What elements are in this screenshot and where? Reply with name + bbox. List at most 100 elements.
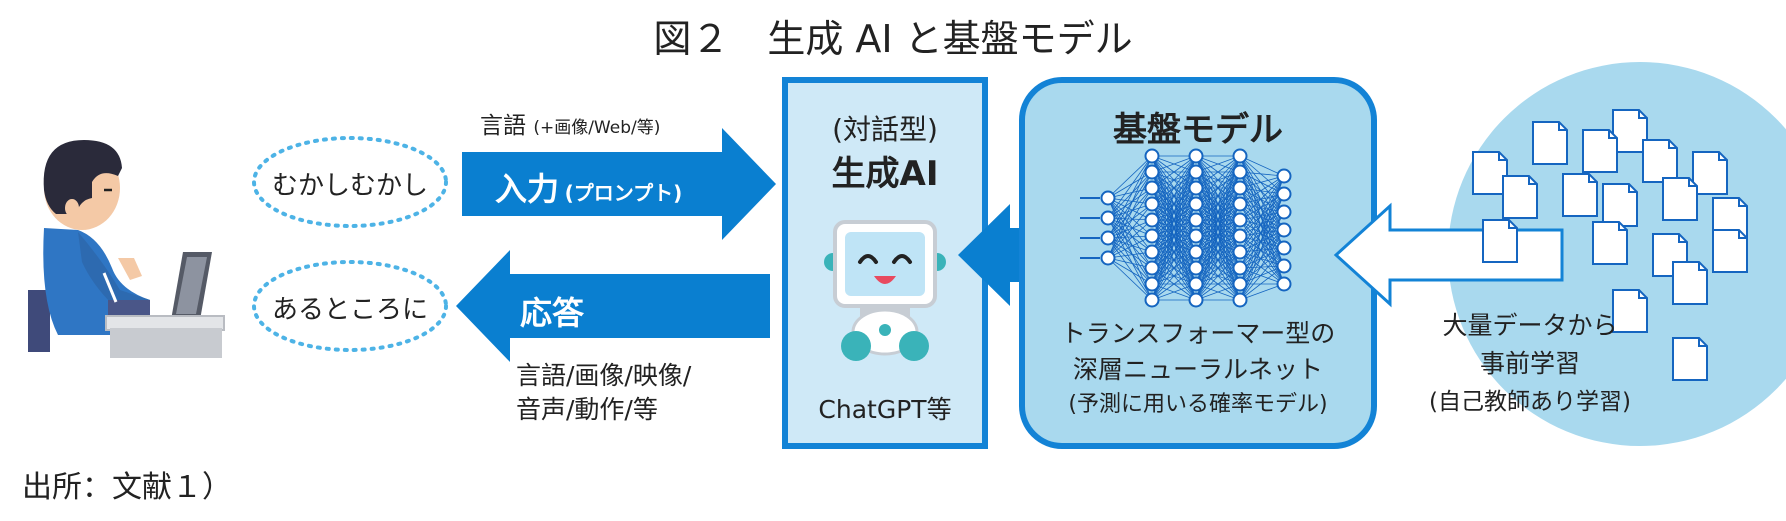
nn-edge [1239, 235, 1285, 249]
nn-edge [1239, 267, 1285, 285]
nn-edge [1151, 187, 1197, 301]
document-icon [1672, 261, 1708, 305]
nn-edge [1239, 187, 1285, 231]
nn-node [1232, 260, 1248, 276]
nn-edge [1239, 247, 1285, 269]
nn-edge [1239, 211, 1285, 253]
document-icon [1642, 139, 1678, 183]
gen-ai-title: 生成AI [831, 154, 939, 194]
nn-edge [1107, 203, 1153, 239]
nn-edge [1107, 197, 1153, 237]
nn-node [1276, 186, 1292, 202]
nn-edge [1239, 171, 1285, 231]
nn-edge [1239, 171, 1285, 213]
nn-edge [1151, 235, 1197, 301]
nn-edge [1107, 155, 1153, 199]
nn-edge [1239, 251, 1285, 285]
nn-edge [1239, 229, 1285, 253]
nn-edge [1107, 171, 1153, 219]
nn-edge [1239, 175, 1285, 301]
nn-edge [1239, 193, 1285, 221]
input-top-label-sub: (+画像/Web/等) [533, 118, 661, 138]
nn-edge [1195, 155, 1241, 205]
nn-edge [1107, 171, 1153, 239]
document-icon [1612, 289, 1648, 333]
source-note: 出所：文献１） [22, 470, 232, 505]
nn-edge [1239, 229, 1285, 269]
nn-node [1232, 148, 1248, 164]
nn-edge [1195, 251, 1241, 301]
output-bottom-line1: 言語/画像/映像/ [516, 361, 692, 390]
pretrain-line3: (自己教師あり学習) [1429, 389, 1631, 415]
nn-edge [1107, 217, 1153, 237]
diagram-title: 図２ 生成 AI と基盤モデル [653, 17, 1133, 61]
nn-node [1232, 276, 1248, 292]
nn-edge [1239, 155, 1285, 231]
document-icon [1672, 337, 1708, 381]
foundation-model-title: 基盤モデル [1113, 110, 1283, 150]
nn-edge [1195, 155, 1241, 173]
nn-edge [1239, 175, 1285, 253]
nn-edge [1151, 155, 1197, 301]
nn-edge [1151, 155, 1197, 189]
nn-edge [1239, 155, 1285, 195]
nn-edge [1239, 283, 1285, 301]
nn-node [1276, 258, 1292, 274]
nn-edge [1151, 155, 1197, 221]
nn-edge [1107, 187, 1153, 199]
nn-edge [1107, 217, 1153, 285]
nn-node [1188, 228, 1204, 244]
nn-edge [1239, 187, 1285, 213]
nn-edge [1239, 247, 1285, 301]
pretrain-line1: 大量データから [1442, 311, 1618, 340]
output-bubble [252, 260, 448, 352]
nn-edge [1195, 155, 1241, 221]
nn-edge [1107, 197, 1153, 285]
nn-edge [1239, 193, 1285, 237]
input-arrow-main: 入力 [495, 170, 560, 208]
nn-edge [1239, 219, 1285, 285]
nn-edge [1195, 155, 1241, 237]
nn-node [1188, 180, 1204, 196]
output-arrow [456, 250, 770, 362]
nn-edge [1239, 155, 1285, 285]
document-icon [1582, 129, 1618, 173]
document-icon [1472, 151, 1508, 195]
nn-node [1100, 230, 1116, 246]
nn-edge [1239, 265, 1285, 285]
nn-edge [1107, 203, 1153, 219]
nn-edge [1239, 203, 1285, 267]
input-bubble-text: むかしむかし [271, 171, 428, 201]
nn-node [1232, 212, 1248, 228]
nn-edge [1239, 219, 1285, 249]
nn-edge [1107, 197, 1153, 269]
input-top-label: 言語 (+画像/Web/等) [480, 106, 660, 140]
nn-edge [1107, 257, 1153, 285]
nn-edge [1107, 203, 1153, 259]
neural-network-icon [1080, 148, 1292, 308]
nn-edge [1239, 175, 1285, 221]
nn-edge [1239, 211, 1285, 269]
foundation-model-line3: (予測に用いる確率モデル) [1068, 392, 1328, 417]
document-icon [1692, 151, 1728, 195]
nn-edge [1151, 283, 1197, 301]
nn-node [1188, 276, 1204, 292]
nn-edge [1195, 219, 1241, 301]
nn-edge [1239, 171, 1285, 249]
nn-edge [1239, 203, 1285, 285]
nn-node [1276, 222, 1292, 238]
nn-node [1144, 260, 1160, 276]
nn-edge [1107, 197, 1153, 221]
nn-edge [1239, 229, 1285, 301]
nn-edge [1239, 175, 1285, 237]
nn-edge [1107, 257, 1153, 301]
nn-edge [1195, 283, 1241, 301]
nn-edge [1195, 155, 1241, 189]
nn-edge [1239, 171, 1285, 195]
output-bubble-text: あるところに [271, 295, 428, 325]
nn-node [1144, 292, 1160, 308]
output-bottom-line2: 音声/動作/等 [516, 395, 658, 424]
nn-node [1276, 168, 1292, 184]
nn-edge [1107, 257, 1153, 269]
